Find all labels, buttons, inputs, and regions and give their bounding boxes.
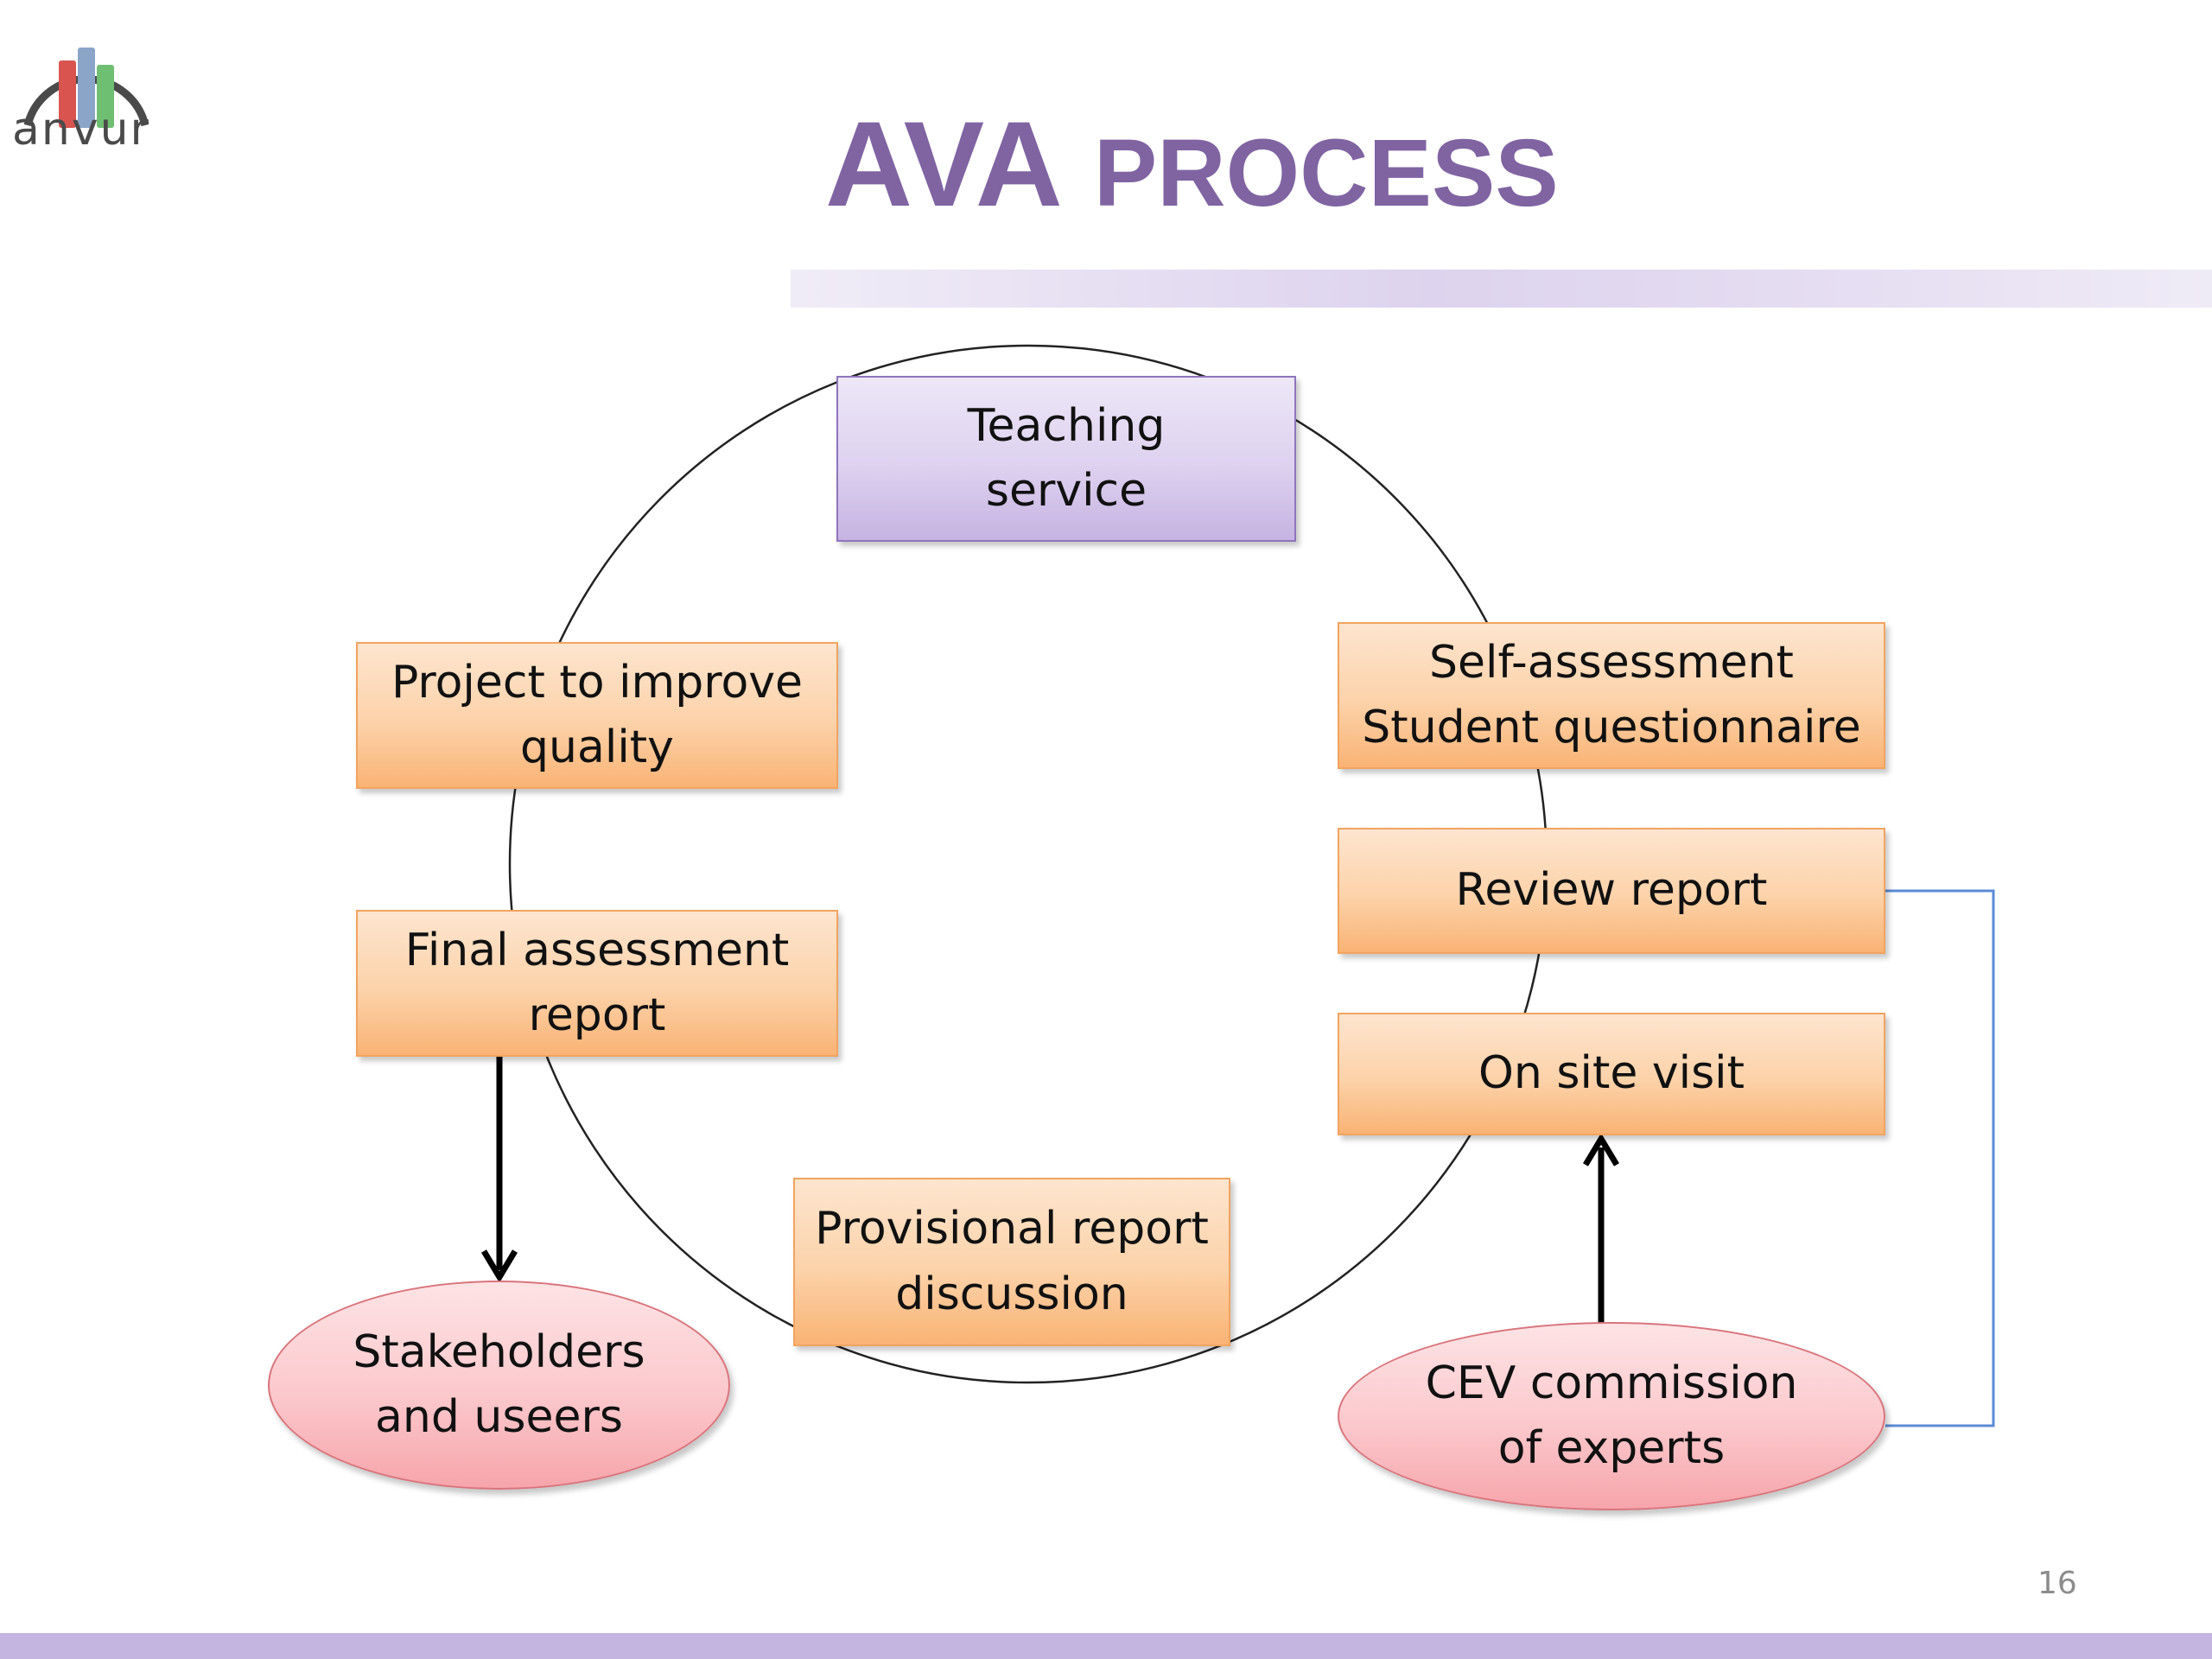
node-on-site-visit: On site visit — [1338, 1013, 1885, 1135]
node-project-improve: Project to improve quality — [356, 642, 838, 789]
node-provisional-report: Provisional report discussion — [793, 1178, 1230, 1346]
node-review-report: Review report — [1338, 828, 1885, 954]
feedback-bracket-review-cev — [1885, 889, 1995, 1427]
anvur-logo — [23, 48, 149, 128]
logo-bar-green — [97, 65, 114, 128]
node-cev-commission: CEV commission of experts — [1338, 1322, 1885, 1510]
title-sub: PROCESS — [1093, 120, 1559, 226]
node-self-assessment: Self-assessment Student questionnaire — [1338, 622, 1885, 769]
title-underline-band — [791, 270, 2212, 308]
node-final-assessment: Final assessment report — [356, 910, 838, 1057]
logo-bar-blue — [78, 48, 95, 128]
logo-bar-red — [59, 60, 76, 128]
bottom-band — [0, 1633, 2212, 1659]
logo-text: anvur — [12, 104, 150, 156]
arrowhead-onsite — [1582, 1133, 1620, 1166]
node-teaching-service: Teaching service — [836, 376, 1296, 542]
page-number: 16 — [2037, 1566, 2077, 1601]
node-stakeholders: Stakeholders and useers — [268, 1281, 730, 1490]
title-main: AVA — [825, 96, 1063, 232]
arrowhead-stakeholders — [480, 1249, 518, 1283]
